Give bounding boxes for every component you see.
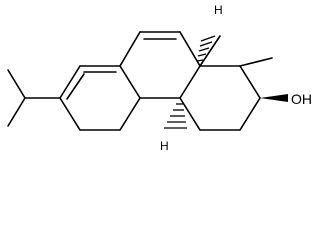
bond-isopropyl-methyl-down (7, 97, 26, 127)
bond-c2 (239, 65, 261, 99)
bond-a2 (59, 65, 81, 99)
bond-c3 (239, 97, 261, 131)
bond-b1 (119, 31, 141, 67)
molecule-structure: OH H H (7, 3, 312, 153)
bond-a3 (59, 97, 81, 131)
bond-methyl-right (239, 57, 273, 67)
h-label-bottom: H (160, 139, 169, 153)
oh-label: OH (291, 91, 312, 107)
bond-methyl-top (199, 35, 221, 67)
hashed-bond-top (196, 35, 216, 62)
bond-a6 (119, 65, 141, 99)
bond-isopropyl-methyl-up (7, 69, 26, 99)
bond-a5 (119, 97, 141, 131)
bond-b3 (179, 31, 201, 67)
bond-c5 (179, 97, 201, 131)
substituent-bonds (7, 35, 273, 127)
ring-bonds (59, 31, 261, 131)
bond-a2-double (66, 73, 85, 100)
hashed-bond-bottom (164, 103, 187, 129)
wedge-bond-oh (260, 94, 288, 102)
bond-b4 (179, 65, 201, 99)
h-label-top: H (214, 3, 223, 17)
